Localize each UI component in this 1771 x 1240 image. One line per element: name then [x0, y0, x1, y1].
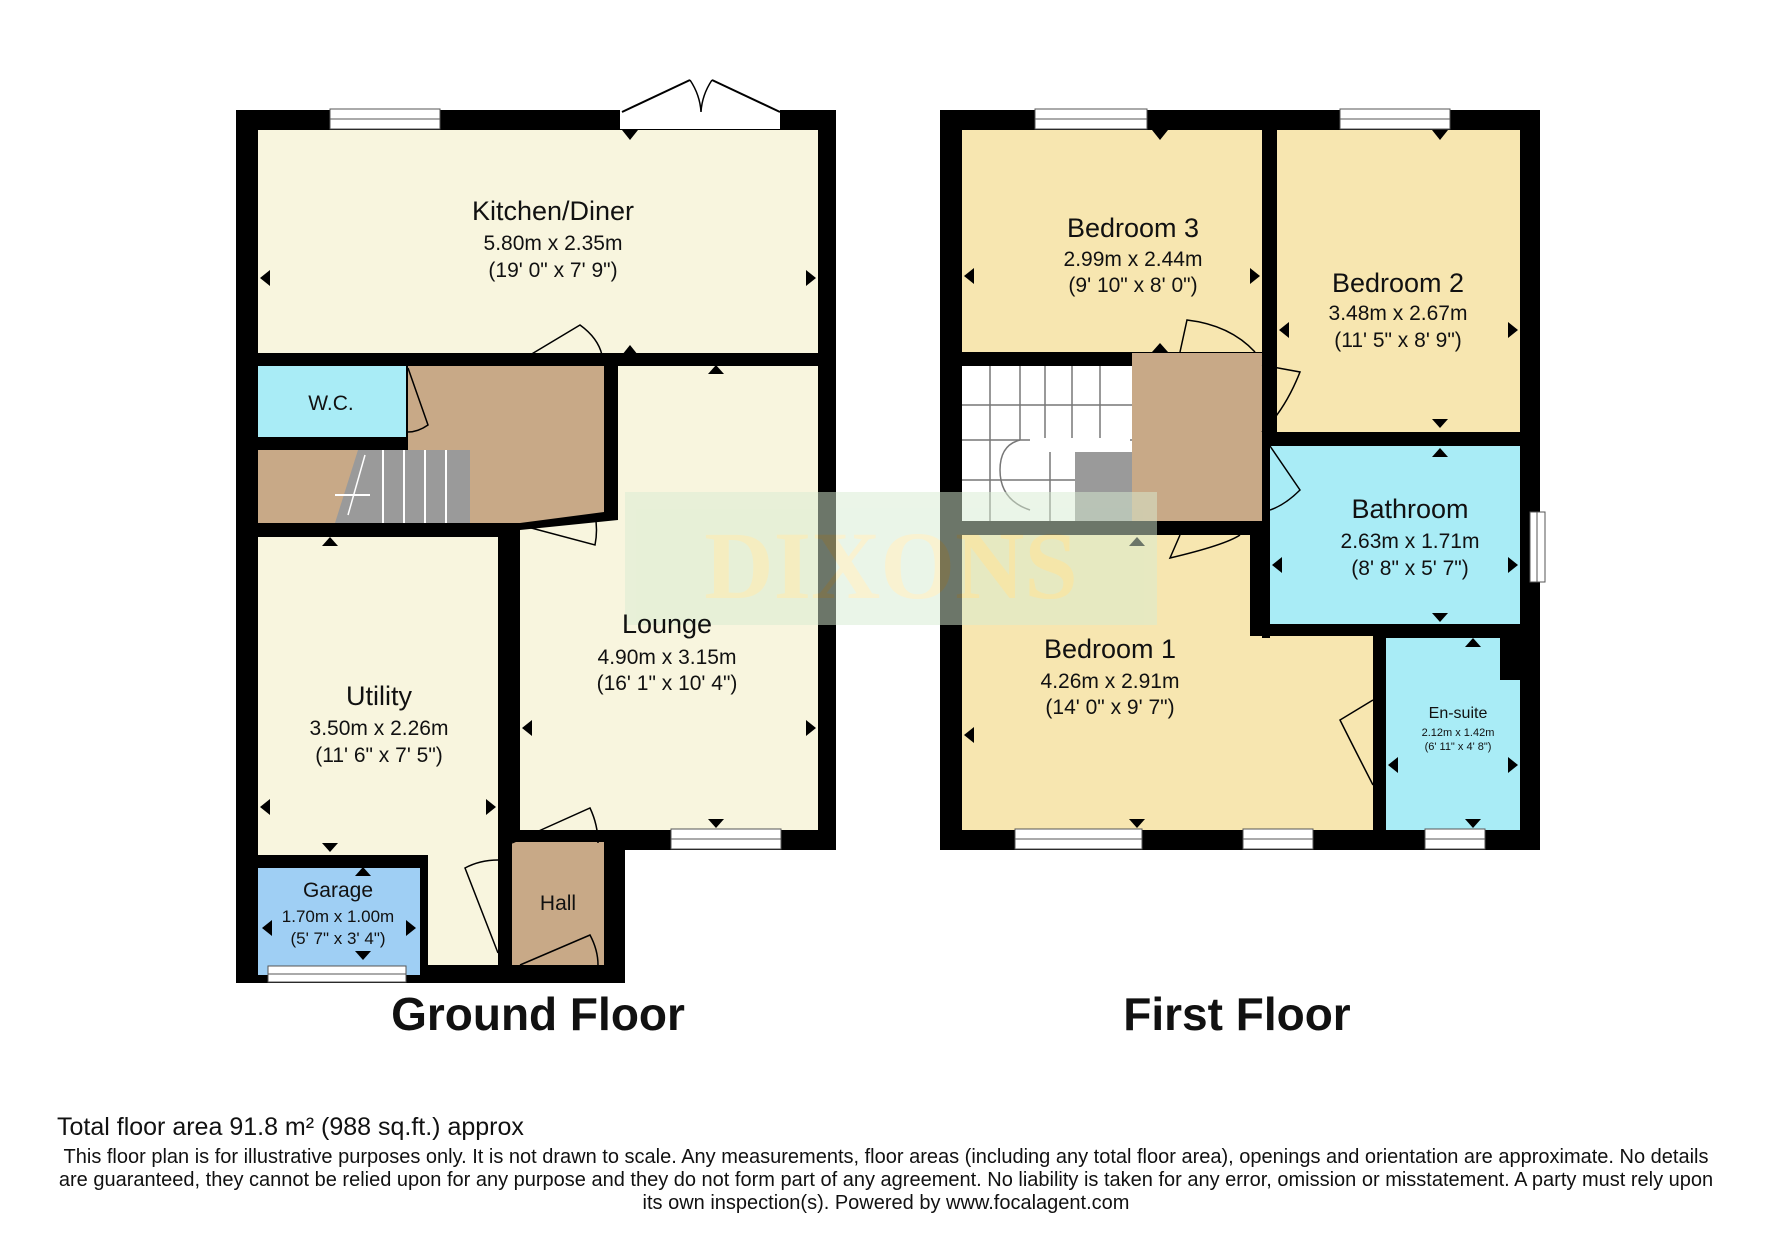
bedroom1-imperial: (14' 0" x 9' 7"): [1045, 696, 1174, 719]
ground-stairs: [335, 450, 470, 523]
ground-windows: [267, 108, 782, 983]
ground-room-labels: Kitchen/Diner 5.80m x 2.35m (19' 0" x 7'…: [282, 196, 738, 948]
wc-floor: [258, 366, 406, 437]
bathroom-metric: 2.63m x 1.71m: [1341, 530, 1480, 553]
kitchen-floor: [258, 130, 818, 353]
ground-door-swings: [407, 324, 603, 966]
ground-hallway-floor: [258, 366, 604, 523]
kitchen-name: Kitchen/Diner: [472, 196, 634, 226]
bedroom3-name: Bedroom 3: [1067, 213, 1199, 243]
utility-lower-floor: [428, 855, 498, 965]
utility-name: Utility: [346, 681, 412, 711]
watermark-text: DIXONS: [704, 512, 1077, 619]
ground-floor-plan: [236, 79, 836, 983]
bathroom-name: Bathroom: [1351, 494, 1468, 524]
first-floor-plan: [940, 108, 1546, 850]
hall-name: Hall: [540, 892, 576, 915]
first-windows: [1014, 108, 1546, 850]
garage-name: Garage: [303, 879, 373, 902]
bedroom3-metric: 2.99m x 2.44m: [1064, 248, 1203, 271]
garage-imperial: (5' 7" x 3' 4"): [290, 929, 385, 948]
ground-dimension-arrows: [260, 130, 816, 960]
bathroom-floor: [1270, 446, 1520, 624]
bedroom3-floor: [962, 130, 1262, 352]
lounge-floor-left: [520, 520, 618, 830]
french-doors: [620, 79, 781, 129]
bedroom2-metric: 3.48m x 2.67m: [1329, 302, 1468, 325]
dixons-watermark: DIXONS: [625, 492, 1157, 625]
ensuite-imperial: (6' 11" x 4' 8"): [1425, 741, 1492, 753]
first-room-labels: Bedroom 3 2.99m x 2.44m (9' 10" x 8' 0")…: [1041, 213, 1495, 753]
bedroom1-name: Bedroom 1: [1044, 634, 1176, 664]
garage-metric: 1.70m x 1.00m: [282, 907, 394, 926]
hall-floor: [512, 842, 604, 965]
first-floor-title: First Floor: [1123, 988, 1351, 1040]
wc-name: W.C.: [308, 392, 354, 415]
utility-imperial: (11' 6" x 7' 5"): [315, 744, 443, 767]
kitchen-imperial: (19' 0" x 7' 9"): [488, 259, 617, 282]
first-floor-interior-walls: [962, 110, 1540, 830]
garage-floor: [258, 868, 420, 975]
lounge-metric: 4.90m x 3.15m: [598, 646, 737, 669]
bathroom-imperial: (8' 8" x 5' 7"): [1351, 557, 1468, 580]
ensuite-metric: 2.12m x 1.42m: [1422, 727, 1495, 739]
bedroom2-name: Bedroom 2: [1332, 268, 1464, 298]
bedroom3-imperial: (9' 10" x 8' 0"): [1068, 274, 1197, 297]
bedroom1-metric: 4.26m x 2.91m: [1041, 670, 1180, 693]
ensuite-name: En-suite: [1429, 705, 1488, 722]
bedroom2-floor: [1277, 130, 1520, 432]
first-door-swings: [1168, 319, 1374, 786]
bedroom2-imperial: (11' 5" x 8' 9"): [1334, 329, 1462, 352]
kitchen-metric: 5.80m x 2.35m: [484, 232, 623, 255]
utility-floor: [258, 537, 498, 855]
ensuite-floor: [1386, 638, 1520, 830]
lounge-name: Lounge: [622, 609, 712, 639]
lounge-imperial: (16' 1" x 10' 4"): [597, 672, 738, 695]
utility-metric: 3.50m x 2.26m: [310, 717, 449, 740]
ground-floor-title: Ground Floor: [391, 988, 685, 1040]
